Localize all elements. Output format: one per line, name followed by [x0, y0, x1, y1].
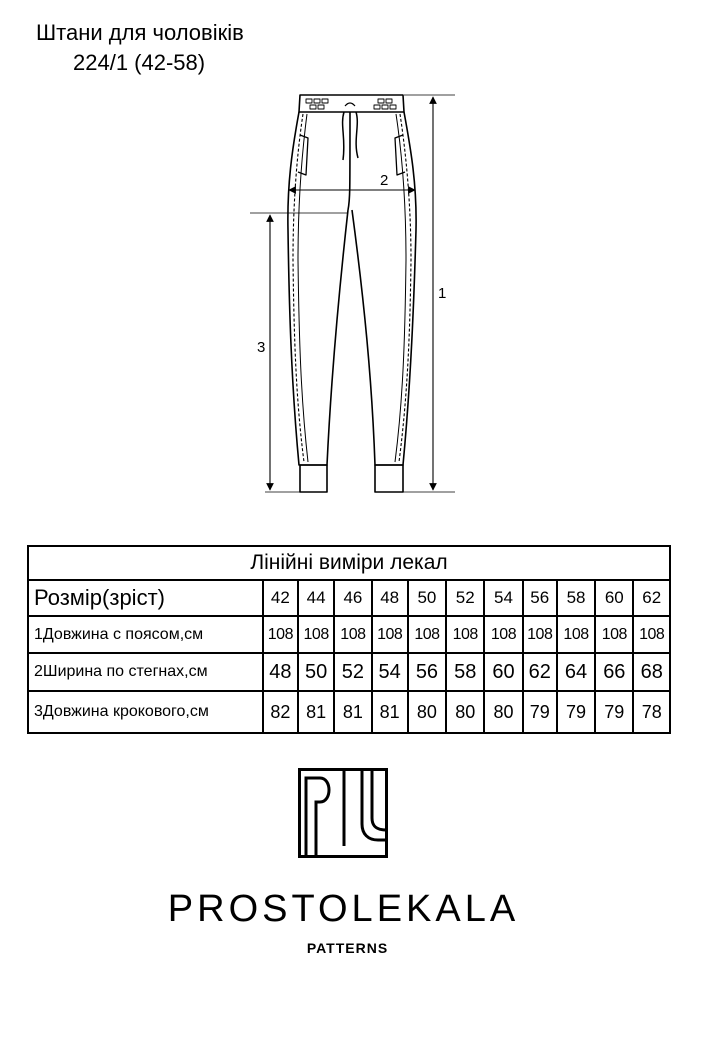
size-cell: 52: [445, 579, 486, 617]
size-cell: 44: [296, 579, 336, 617]
size-cell: 48: [370, 579, 409, 617]
hip-width-cell: 54: [370, 652, 409, 692]
hip-width-cell: 48: [261, 652, 300, 692]
measurements-table: Лінійні виміри лекал Розмір(зріст) 42 44…: [27, 545, 671, 734]
hip-width-cell: 68: [632, 652, 671, 692]
model-number: 224/1 (42-58): [73, 50, 206, 75]
inseam-cell: 79: [555, 690, 597, 734]
length-cell: 108: [333, 615, 373, 654]
table-caption: Лінійні виміри лекал: [27, 545, 671, 581]
row-label-hip-width: 2Ширина по стегнах,см: [27, 652, 264, 692]
hip-width-cell: 50: [296, 652, 336, 692]
row-label-size: Розмір(зріст): [27, 579, 264, 617]
size-cell: 56: [521, 579, 558, 617]
dimension-label-2: 2: [380, 172, 388, 189]
hip-width-cell: 56: [406, 652, 448, 692]
hip-width-cell: 62: [521, 652, 558, 692]
size-cell: 42: [261, 579, 300, 617]
hip-width-cell: 58: [445, 652, 486, 692]
size-cell: 60: [594, 579, 635, 617]
left-cuff: [299, 464, 328, 493]
inseam-cell: 79: [594, 690, 635, 734]
length-cell: 108: [406, 615, 448, 654]
inseam-cell: 80: [483, 690, 524, 734]
length-cell: 108: [261, 615, 300, 654]
hip-width-cell: 64: [555, 652, 597, 692]
length-cell: 108: [594, 615, 635, 654]
drawstring: [341, 111, 359, 161]
row-label-inseam: 3Довжина крокового,см: [27, 690, 264, 734]
inseam-cell: 78: [632, 690, 671, 734]
hip-width-cell: 52: [333, 652, 373, 692]
row-label-length: 1Довжина с поясом,см: [27, 615, 264, 654]
brand-name: PROSTOLEKALA: [167, 888, 520, 930]
size-cell: 46: [333, 579, 373, 617]
size-cell: 62: [632, 579, 671, 617]
inseam-cell: 81: [296, 690, 336, 734]
inseam-cell: 81: [370, 690, 409, 734]
length-cell: 108: [370, 615, 409, 654]
length-cell: 108: [296, 615, 336, 654]
hip-width-cell: 60: [483, 652, 524, 692]
size-cell: 54: [483, 579, 524, 617]
length-cell: 108: [521, 615, 558, 654]
dimension-label-1: 1: [438, 285, 446, 302]
right-pocket: [394, 134, 406, 176]
page-title: Штани для чоловіків: [36, 20, 244, 45]
length-cell: 108: [555, 615, 597, 654]
brand-logo-icon: [298, 768, 388, 858]
hip-width-cell: 66: [594, 652, 635, 692]
dimension-label-3: 3: [257, 339, 265, 356]
left-pocket: [297, 134, 309, 176]
pants-technical-drawing: 1 2 3: [250, 94, 455, 493]
inseam-cell: 80: [445, 690, 486, 734]
brand-tagline: PATTERNS: [306, 940, 389, 956]
length-cell: 108: [632, 615, 671, 654]
inseam-cell: 81: [333, 690, 373, 734]
inseam-cell: 80: [406, 690, 448, 734]
length-cell: 108: [445, 615, 486, 654]
length-cell: 108: [483, 615, 524, 654]
right-cuff: [374, 464, 404, 493]
size-cell: 50: [406, 579, 448, 617]
size-cell: 58: [555, 579, 597, 617]
inseam-cell: 82: [261, 690, 300, 734]
inseam-cell: 79: [521, 690, 558, 734]
